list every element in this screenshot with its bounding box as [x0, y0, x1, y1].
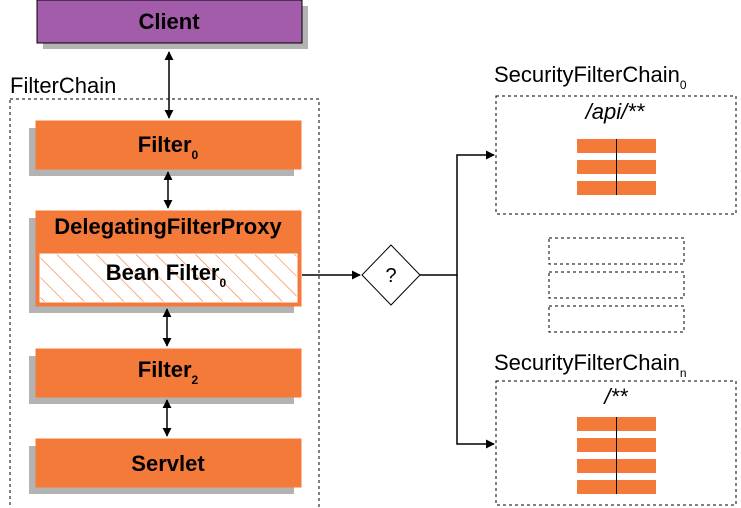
delegating-filter-proxy-box: DelegatingFilterProxy Bean Filter0	[29, 210, 302, 313]
security-chainn-pattern: /**	[602, 384, 629, 409]
security-chainn-filters	[577, 417, 656, 494]
security-chainn-title: SecurityFilterChainn	[494, 350, 687, 380]
servlet-box: Servlet	[29, 438, 302, 494]
security-chain0-title: SecurityFilterChain0	[494, 62, 687, 92]
placeholder-chain-box	[548, 305, 685, 333]
security-chainn-container	[495, 380, 737, 506]
decision-diamond: ?	[361, 244, 421, 306]
security-chain0-pattern: /api/**	[584, 99, 646, 124]
decision-chainn-arrow	[456, 275, 495, 449]
security-chain0-container	[495, 95, 737, 215]
servlet-label: Servlet	[131, 451, 205, 476]
placeholder-chain-box	[548, 237, 685, 265]
decision-chain0-arrow	[420, 150, 495, 276]
bean-filter-label: Bean Filter0	[106, 260, 227, 290]
filter0-box: Filter0	[29, 120, 302, 176]
security-chain0-filters	[577, 139, 656, 195]
client-label: Client	[138, 9, 200, 34]
filter2-label: Filter2	[138, 357, 199, 387]
filter0-label: Filter0	[138, 132, 199, 162]
bean-filter-box	[39, 253, 298, 303]
filter2-box: Filter2	[29, 348, 302, 404]
placeholder-chains	[548, 237, 685, 333]
filter-chain-title: FilterChain	[10, 73, 116, 98]
delegating-filter-proxy-label: DelegatingFilterProxy	[54, 214, 282, 239]
placeholder-chain-box	[548, 271, 685, 299]
decision-label: ?	[385, 265, 396, 287]
client-box: Client	[36, 0, 308, 49]
filter-chain-container	[9, 98, 320, 508]
